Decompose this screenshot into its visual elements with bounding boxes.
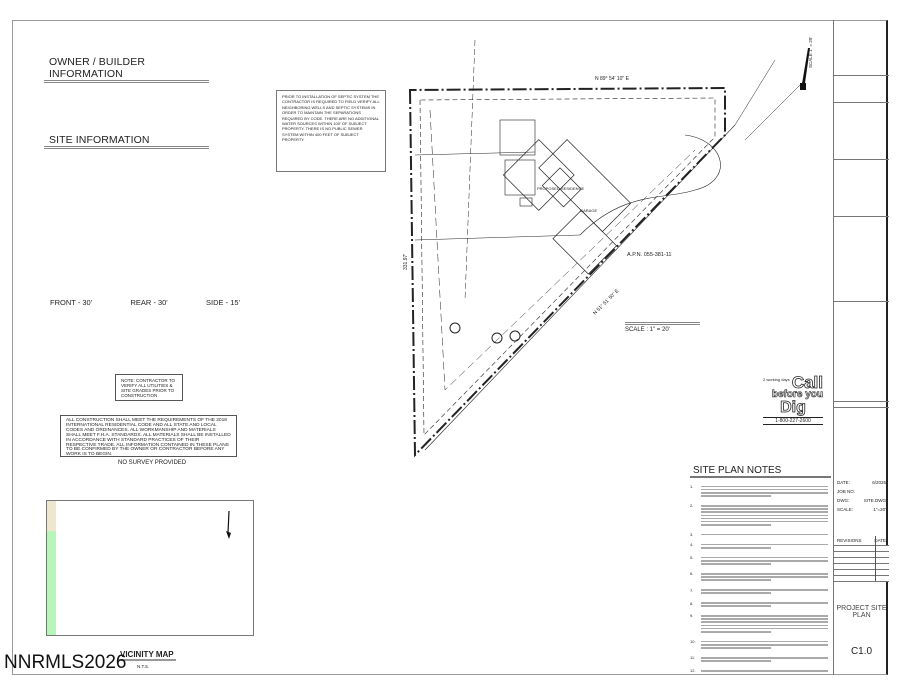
site-plan-note: 6. [690, 571, 828, 582]
setback-rear: REAR - 30' [130, 298, 168, 307]
note-number: 8. [690, 600, 694, 606]
garage-label: GARAGE [580, 208, 597, 213]
dwg-label: DWG: [837, 498, 850, 503]
contractor-note: NOTE: CONTRACTOR TO VERIFY ALL UTILITIES… [115, 374, 183, 401]
site-plan-note: 9. [690, 613, 828, 634]
site-plan-note: 3. [690, 532, 828, 537]
owner-builder-heading: OWNER / BUILDER INFORMATION [44, 56, 209, 83]
top-bearing-label: N 89° 54' 10" E [595, 76, 630, 82]
note-number: 2. [690, 503, 694, 509]
date-label: DATE: [837, 480, 850, 485]
drawing-frame [12, 20, 888, 675]
site-plan-note: 8. [690, 601, 828, 609]
site-plan-note: 10. [690, 639, 828, 650]
residence-footprint [502, 139, 632, 275]
no-survey-label: NO SURVEY PROVIDED [118, 460, 187, 466]
tree [449, 322, 461, 334]
note-number: 7. [690, 587, 694, 593]
dig-text: Dig [780, 399, 807, 416]
north-scale-label: SCALE 1" = 20' [808, 36, 813, 68]
call-before-you-dig-logo: 2 working days Call before you Dig 1-800… [763, 373, 824, 425]
site-plan-note: 5. [690, 555, 828, 566]
site-plan-notes: SITE PLAN NOTES 1. 2. 3. 4. 5. 6. 7. 8. 9. 10. 11.… [690, 465, 831, 678]
title-block: DATE: 6/2025 JOB NO: DWG: SITE.DWG SCALE: 1… [833, 20, 889, 675]
residence-label: PROPOSED RESIDENCE [537, 186, 584, 191]
sheet-number: C1.0 [850, 646, 873, 657]
project-title: PROJECT SITE PLAN [836, 605, 887, 619]
revisions-table: REVISIONS DATE [834, 536, 889, 582]
revision-rows [834, 536, 889, 582]
apn-label: A.P.N. 055-381-11 [627, 252, 672, 258]
note-number: 6. [690, 571, 694, 577]
easement-line [429, 109, 696, 391]
site-plan-drawing: N 89° 54' 10" E 331.97' N 51° 51' 50" E … [403, 40, 806, 458]
septic-note: PRIOR TO INSTALLATION OF SEPTIC SYSTEM T… [276, 90, 386, 172]
driveway [579, 134, 721, 236]
date-value: 6/2025 [872, 480, 886, 485]
north-arrow-icon [800, 48, 810, 90]
setback-front: FRONT - 30' [50, 298, 93, 307]
north-arrow-icon [226, 511, 231, 539]
call-phone: 1-800-227-2600 [763, 417, 823, 425]
tree [491, 332, 503, 344]
site-info-heading: SITE INFORMATION [44, 134, 209, 149]
setback-side: SIDE - 15' [206, 298, 240, 307]
vicinity-map-title: VICINITY MAP [118, 650, 176, 661]
diagonal-bearing-label: N 51° 51' 50" E [592, 288, 621, 317]
note-number: 1. [690, 484, 694, 489]
site-plan-note: 12. [690, 668, 828, 673]
job-label: JOB NO: [837, 489, 856, 494]
vicinity-map [46, 500, 254, 636]
watermark: NNRMLS2026 [4, 652, 127, 673]
site-plan-note: 1. [690, 484, 828, 498]
before-you-text: before you [771, 389, 824, 400]
call-small-text: 2 working days [763, 377, 790, 382]
dwg-value: SITE.DWG [863, 498, 886, 503]
scale-label-tb: SCALE: [837, 507, 854, 512]
date-block: DATE: 6/2025 JOB NO: DWG: SITE.DWG SCALE: 1… [834, 478, 889, 514]
left-dimension-label: 331.97' [403, 254, 409, 270]
note-number: 11. [690, 655, 696, 661]
property-line [408, 86, 726, 458]
scale-value-tb: 1"=20' [873, 507, 886, 512]
setbacks: FRONT - 30' REAR - 30' SIDE - 15' [50, 298, 240, 307]
vicinity-map-scale: N.T.S. [137, 664, 150, 669]
note-number: 3. [690, 532, 694, 538]
note-number: 4. [690, 542, 694, 548]
setback-line [419, 97, 716, 436]
scale-label: SCALE : 1" = 20' [625, 322, 700, 333]
note-number: 5. [690, 555, 694, 561]
map-tan-area [47, 501, 56, 531]
call-text: Call [791, 373, 823, 392]
site-plan-note: 2. [690, 503, 828, 527]
site-plan-notes-title: SITE PLAN NOTES [690, 465, 831, 478]
site-plan-note: 7. [690, 588, 828, 596]
note-number: 9. [690, 613, 694, 619]
tree [509, 330, 521, 342]
revisions-label: REVISIONS [837, 538, 862, 543]
note-number: 12. [690, 668, 696, 674]
construction-note: ALL CONSTRUCTION SHALL MEET THE REQUIREM… [60, 415, 237, 457]
map-green-strip [47, 501, 56, 635]
note-number: 10. [690, 639, 696, 645]
revisions-date-label: DATE [874, 538, 886, 543]
site-plan-note: 11. [690, 655, 828, 663]
leach-field [499, 119, 536, 156]
leach-field-2 [504, 159, 536, 196]
site-plan-note: 4. [690, 542, 828, 550]
notes-list: 1. 2. 3. 4. 5. 6. 7. 8. 9. 10. 11. 12. [690, 484, 828, 673]
